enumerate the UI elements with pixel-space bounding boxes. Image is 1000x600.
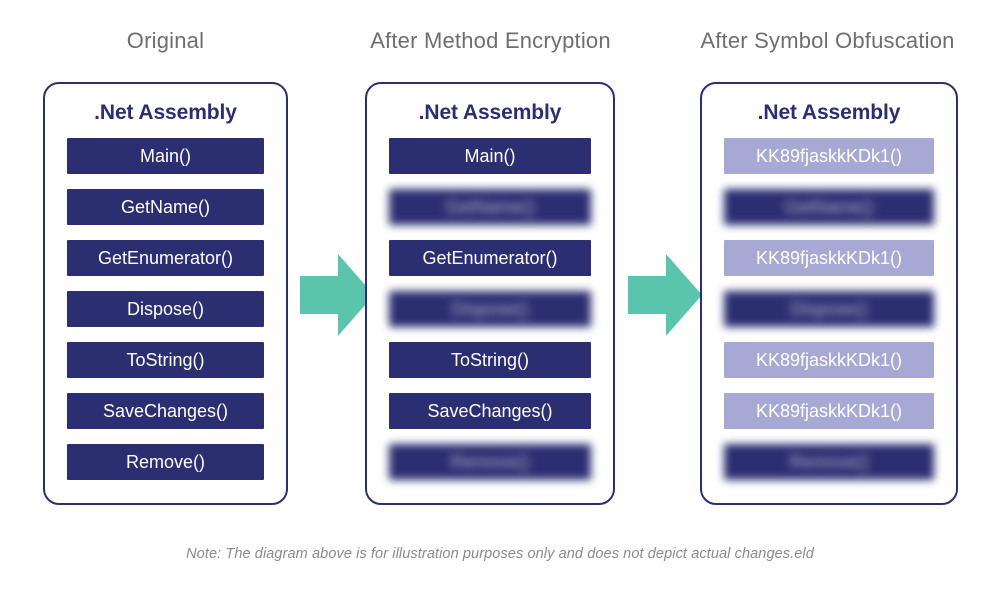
method-row[interactable]: ToString() [67, 342, 264, 378]
method-label: Dispose() [790, 299, 868, 319]
method-row[interactable]: SaveChanges() [67, 393, 264, 429]
assembly-card-original: .Net Assembly Main() GetName() GetEnumer… [43, 82, 288, 505]
method-row[interactable]: GetEnumerator() [389, 240, 591, 276]
method-label: Main() [464, 146, 516, 166]
method-label: SaveChanges() [102, 401, 229, 421]
method-row[interactable]: GetName() [67, 189, 264, 225]
card-title: .Net Assembly [94, 101, 237, 124]
method-row-encrypted[interactable]: Dispose() [389, 291, 591, 327]
card-title: .Net Assembly [418, 101, 562, 124]
method-row-encrypted[interactable]: GetName() [389, 189, 591, 225]
method-label: GetEnumerator() [422, 248, 558, 268]
method-row[interactable]: Main() [67, 138, 264, 174]
method-label: KK89fjaskkKDk1() [755, 146, 903, 166]
method-label: GetName() [784, 197, 874, 217]
method-label: KK89fjaskkKDk1() [755, 350, 903, 370]
assembly-card-after-symbol-obfuscation: .Net Assembly KK89fjaskkKDk1() GetName()… [700, 82, 958, 505]
method-row-obfuscated[interactable]: KK89fjaskkKDk1() [724, 342, 934, 378]
method-label: Main() [139, 146, 191, 166]
method-label: GetName() [120, 197, 210, 217]
method-row[interactable]: GetEnumerator() [67, 240, 264, 276]
column-header-after-symbol-obfuscation: After Symbol Obfuscation [700, 28, 955, 53]
method-list: KK89fjaskkKDk1() GetName() KK89fjaskkKDk… [702, 138, 956, 480]
method-row[interactable]: ToString() [389, 342, 591, 378]
method-label: ToString() [126, 350, 205, 370]
method-label: Remove() [450, 452, 530, 472]
column-header-original: Original [126, 28, 205, 53]
method-label: KK89fjaskkKDk1() [755, 248, 903, 268]
arrow-encrypted-to-obfuscated-icon [628, 252, 702, 338]
method-row[interactable]: Main() [389, 138, 591, 174]
arrow-original-to-encrypted-icon [300, 252, 374, 338]
method-row-encrypted[interactable]: Remove() [724, 444, 934, 480]
method-row[interactable]: Dispose() [67, 291, 264, 327]
method-row-encrypted[interactable]: Dispose() [724, 291, 934, 327]
method-row-obfuscated[interactable]: KK89fjaskkKDk1() [724, 393, 934, 429]
column-header-after-method-encryption: After Method Encryption [370, 28, 611, 53]
method-list: Main() GetName() GetEnumerator() Dispose… [367, 138, 613, 480]
method-row-obfuscated[interactable]: KK89fjaskkKDk1() [724, 138, 934, 174]
method-label: KK89fjaskkKDk1() [755, 401, 903, 421]
footnote: Note: The diagram above is for illustrat… [186, 546, 814, 562]
method-list: Main() GetName() GetEnumerator() Dispose… [45, 138, 286, 480]
method-row-encrypted[interactable]: Remove() [389, 444, 591, 480]
method-label: Remove() [789, 452, 869, 472]
method-label: GetEnumerator() [97, 248, 234, 268]
method-label: SaveChanges() [427, 401, 553, 421]
assembly-card-after-method-encryption: .Net Assembly Main() GetName() GetEnumer… [365, 82, 615, 505]
method-row-obfuscated[interactable]: KK89fjaskkKDk1() [724, 240, 934, 276]
method-label: Dispose() [126, 299, 205, 319]
method-label: Remove() [125, 452, 205, 472]
method-row[interactable]: SaveChanges() [389, 393, 591, 429]
method-row-encrypted[interactable]: GetName() [724, 189, 934, 225]
method-label: GetName() [445, 197, 535, 217]
card-title: .Net Assembly [757, 101, 901, 124]
method-label: ToString() [450, 350, 530, 370]
method-label: Dispose() [451, 299, 529, 319]
method-row[interactable]: Remove() [67, 444, 264, 480]
